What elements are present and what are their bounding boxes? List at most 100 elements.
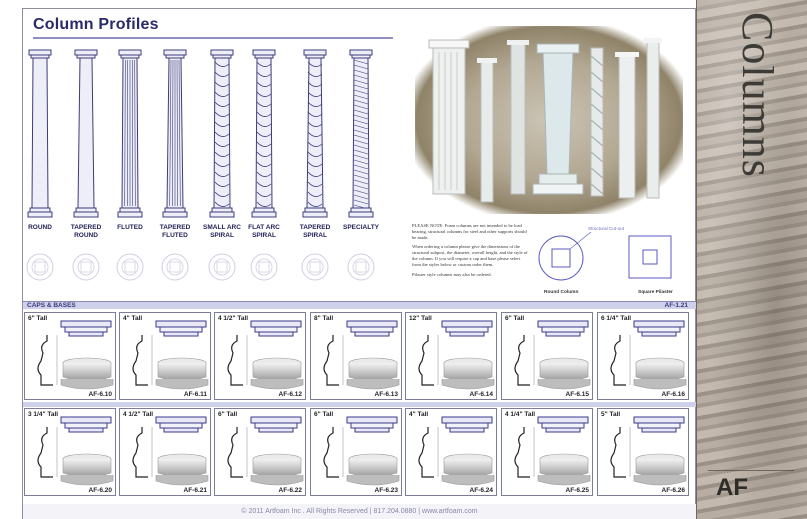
cap-product-code: AF-6.12 — [278, 391, 302, 398]
column-label-line: TAPERED — [159, 224, 191, 231]
cap-height-label: 8" Tall — [314, 315, 334, 322]
note-load-bearing: PLEASE NOTE: Foam columns are not intend… — [412, 223, 527, 240]
cap-base-drawing — [418, 416, 495, 486]
cap-base-drawing — [323, 416, 400, 486]
cap-product-code: AF-6.15 — [565, 391, 589, 398]
column-plan-view — [25, 252, 55, 282]
cross-section-diagrams — [538, 231, 672, 281]
column-spiral-drawing — [244, 46, 284, 222]
title-rule — [33, 37, 393, 39]
cap-height-label: 4" Tall — [409, 411, 429, 418]
note-ordering: When ordering a column please give the d… — [412, 244, 528, 267]
cap-height-label: 4 1/2" Tall — [123, 411, 154, 418]
column-specialty-drawing — [341, 46, 381, 222]
cap-product-code: AF-6.24 — [469, 487, 493, 494]
column-label-line: FLUTED — [117, 224, 143, 231]
cap-base-drawing — [132, 320, 209, 390]
column-plan-view — [300, 252, 330, 282]
cap-product-code: AF-6.13 — [374, 391, 398, 398]
cap-base-drawing — [37, 320, 114, 390]
cap-base-drawing — [37, 416, 114, 486]
caps-bases-header: CAPS & BASES AF-1.21 — [23, 301, 696, 309]
column-plan-view — [249, 252, 279, 282]
column-label: SPECIALTY — [333, 224, 389, 232]
cap-base-drawing — [227, 416, 304, 486]
round-column-label: Round Column — [544, 290, 579, 295]
page-title: Column Profiles — [33, 16, 159, 33]
cap-base-drawing — [610, 320, 687, 390]
cap-product-code: AF-6.11 — [183, 391, 207, 398]
column-label: ROUND — [12, 224, 68, 232]
cap-base-drawing — [514, 320, 591, 390]
cap-height-label: 6" Tall — [505, 315, 525, 322]
cap-product-code: AF-6.14 — [469, 391, 493, 398]
caps-bases-title: CAPS & BASES — [27, 302, 76, 309]
row-divider — [23, 402, 696, 407]
cap-height-label: 4" Tall — [123, 315, 143, 322]
column-label-line: TAPERED — [299, 224, 331, 231]
column-label-line: FLUTED — [162, 232, 188, 239]
column-plan-view — [160, 252, 190, 282]
side-title: Columns — [733, 12, 782, 178]
column-label: FLUTED — [102, 224, 158, 232]
column-label-line: SMALL ARC — [203, 224, 241, 231]
cap-product-code: AF-6.20 — [88, 487, 112, 494]
cap-product-code: AF-6.16 — [661, 391, 685, 398]
cap-height-label: 6" Tall — [28, 315, 48, 322]
column-label-line: SPIRAL — [210, 232, 234, 239]
cap-product-code: AF-6.22 — [278, 487, 302, 494]
column-label-line: TAPERED — [70, 224, 102, 231]
column-plan-view — [115, 252, 145, 282]
column-tapered-drawing — [66, 46, 106, 222]
column-plan-view — [346, 252, 376, 282]
side-logo: AF — [716, 474, 748, 501]
caps-bases-code: AF-1.21 — [664, 302, 688, 309]
cap-product-code: AF-6.26 — [661, 487, 685, 494]
column-label-line: ROUND — [74, 232, 98, 239]
columns-photo — [415, 26, 683, 214]
cap-height-label: 4 1/2" Tall — [218, 315, 249, 322]
cap-height-label: 6 1/4" Tall — [601, 315, 632, 322]
cap-product-code: AF-6.10 — [88, 391, 112, 398]
cap-product-code: AF-6.25 — [565, 487, 589, 494]
column-label-line: SPECIALTY — [343, 224, 379, 231]
footer: © 2011 Artfoam Inc . All Rights Reserved… — [23, 504, 696, 519]
cap-height-label: 6" Tall — [218, 411, 238, 418]
cap-base-drawing — [610, 416, 687, 486]
logo-divider — [708, 470, 794, 471]
cap-product-code: AF-6.21 — [183, 487, 207, 494]
columns-photo-art — [428, 38, 662, 203]
cap-height-label: 6" Tall — [314, 411, 334, 418]
post-note: Structural Cut-out — [588, 226, 624, 231]
column-round-drawing — [20, 46, 60, 222]
cap-base-drawing — [227, 320, 304, 390]
ordering-notes: PLEASE NOTE: Foam columns are not intend… — [412, 223, 530, 281]
cap-height-label: 5" Tall — [601, 411, 621, 418]
cap-base-drawing — [132, 416, 209, 486]
column-label-line: SPIRAL — [303, 232, 327, 239]
note-pilaster: Pilaster style columns may also be order… — [412, 271, 492, 277]
column-plan-view — [71, 252, 101, 282]
column-fluted-drawing — [110, 46, 150, 222]
column-label-line: ROUND — [28, 224, 52, 231]
cap-height-label: 4 1/4" Tall — [505, 411, 536, 418]
square-pilaster-label: Square Pilaster — [638, 290, 673, 295]
column-label-line: SPIRAL — [252, 232, 276, 239]
